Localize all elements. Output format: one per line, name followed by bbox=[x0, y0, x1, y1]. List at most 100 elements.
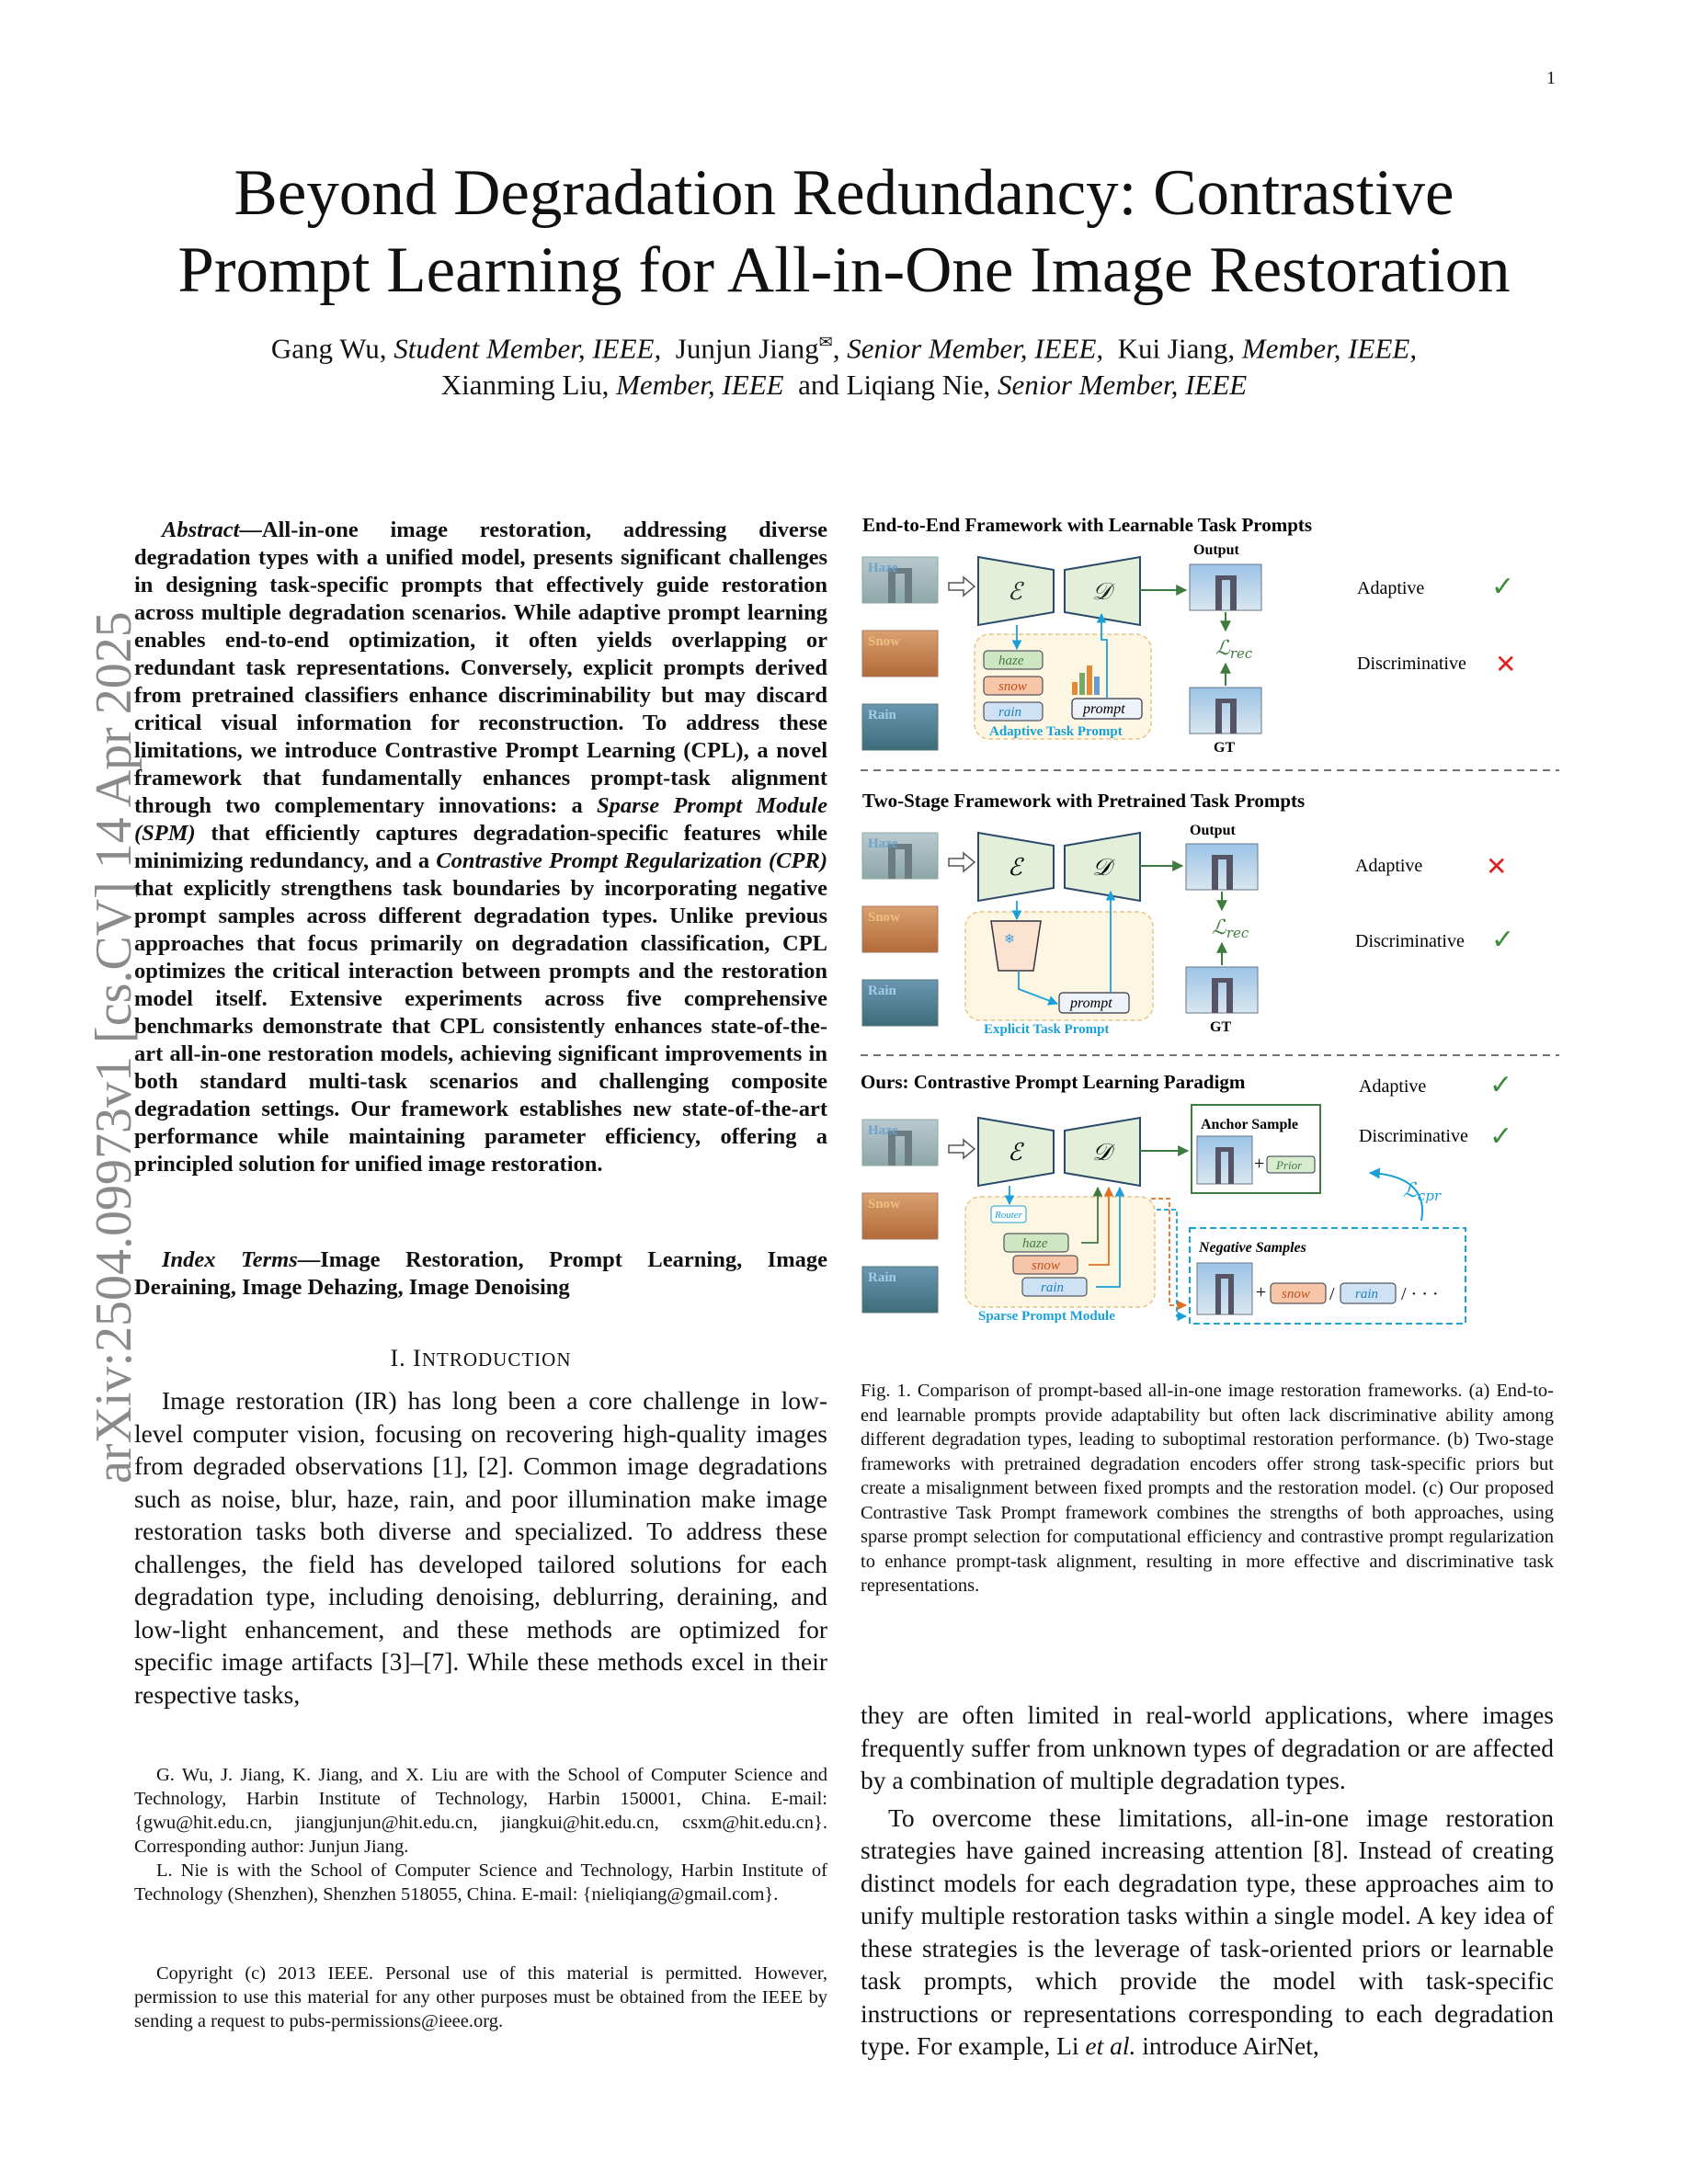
encoder-symbol: ℰ bbox=[1008, 578, 1024, 606]
encoder-symbol: ℰ bbox=[1008, 1139, 1024, 1166]
copyright-notice: Copyright (c) 2013 IEEE. Personal use of… bbox=[134, 1962, 827, 2033]
panel-b-discriminative-label: Discriminative bbox=[1355, 931, 1465, 951]
prompt-haze-chip bbox=[983, 650, 1044, 670]
loss-rec-label: ℒrec bbox=[1215, 637, 1253, 662]
gt-image bbox=[1185, 966, 1259, 1014]
panel-c-title: Ours: Contrastive Prompt Learning Paradi… bbox=[861, 1071, 1246, 1093]
abstract-text: that efficiently captures degradation-sp… bbox=[134, 821, 827, 873]
section-title: NTRODUCTION bbox=[421, 1348, 572, 1371]
negative-samples-label: Negative Samples bbox=[1198, 1240, 1306, 1256]
abstract-cpr: Contrastive Prompt Regularization (CPR) bbox=[436, 848, 827, 873]
title-line-1: Beyond Degradation Redundancy: Contrasti… bbox=[234, 157, 1454, 229]
contrastive-loss-arrow bbox=[1368, 1167, 1423, 1222]
negative-image bbox=[1196, 1262, 1253, 1315]
rain-input-image: Rain bbox=[861, 979, 939, 1027]
author-name: Kui Jiang, bbox=[1117, 332, 1242, 365]
paragraph-etal: et al. bbox=[1085, 2031, 1136, 2060]
index-terms-text: —Image Restoration, Prompt Learning, Ima… bbox=[134, 1247, 827, 1300]
abstract-text: that explicitly strengthens task boundar… bbox=[134, 876, 827, 1177]
right-column-body: they are often limited in real-world app… bbox=[861, 1699, 1554, 2063]
author-role: Student Member, IEEE, bbox=[393, 332, 662, 365]
author-role: Member, IEEE, bbox=[1241, 332, 1418, 365]
rain-label: Rain bbox=[868, 708, 897, 722]
panel-a-discriminative-cross-icon: ✕ bbox=[1495, 649, 1516, 679]
author-footnote: G. Wu, J. Jiang, K. Jiang, and X. Liu ar… bbox=[134, 1763, 827, 1906]
snow-label: Snow bbox=[868, 1197, 900, 1211]
prompt-label: prompt bbox=[1069, 995, 1112, 1011]
footnote-affiliation-1: G. Wu, J. Jiang, K. Jiang, and X. Liu ar… bbox=[134, 1765, 827, 1857]
haze-label: Haze bbox=[868, 836, 898, 851]
gt-label: GT bbox=[1214, 740, 1235, 756]
paragraph-text: To overcome these limitations, all-in-on… bbox=[861, 1803, 1554, 2061]
panel-a-adaptive-check-icon: ✓ bbox=[1491, 571, 1514, 603]
author-name: and Liqiang Nie, bbox=[798, 369, 998, 402]
decoder-block bbox=[1064, 831, 1141, 903]
snowflake-icon: ❄ bbox=[1004, 932, 1015, 947]
rain-prompt-to-decoder-arrow bbox=[1096, 1186, 1125, 1288]
panel-c-discriminative-check-icon: ✓ bbox=[1489, 1120, 1512, 1153]
pretrained-classifier-block bbox=[990, 920, 1042, 972]
abstract-lead: Abstract bbox=[162, 518, 240, 542]
panel-a-discriminative-label: Discriminative bbox=[1357, 654, 1466, 674]
panel-c-adaptive-label: Adaptive bbox=[1359, 1076, 1426, 1097]
output-image bbox=[1189, 563, 1262, 611]
author-line-2: Xianming Liu, Member, IEEE and Liqiang N… bbox=[110, 367, 1578, 404]
rain-negative-path bbox=[1157, 1209, 1188, 1322]
loss-cpr-label: ℒcpr bbox=[1403, 1179, 1442, 1204]
abstract-dash: — bbox=[239, 518, 262, 542]
explicit-task-prompt-label: Explicit Task Prompt bbox=[984, 1022, 1109, 1037]
abstract-text: All-in-one image restoration, addressing… bbox=[134, 518, 827, 818]
encoder-block bbox=[977, 1116, 1055, 1188]
haze-input-image: Haze bbox=[861, 1119, 939, 1166]
haze-input-image: Haze bbox=[861, 832, 939, 880]
author-list: Gang Wu, Student Member, IEEE, Junjun Ji… bbox=[110, 324, 1578, 404]
figure-caption: Fig. 1. Comparison of prompt-based all-i… bbox=[861, 1381, 1554, 1596]
snow-negative-path bbox=[1151, 1198, 1188, 1311]
sparse-prompt-module-label: Sparse Prompt Module bbox=[978, 1309, 1115, 1324]
index-terms-lead: Index Terms bbox=[162, 1247, 298, 1272]
snow-label: Snow bbox=[868, 910, 900, 925]
author-role: Member, IEEE bbox=[616, 369, 784, 402]
author-name: Gang Wu, bbox=[270, 332, 394, 365]
encoder-block bbox=[977, 831, 1055, 903]
adaptive-task-prompt-label: Adaptive Task Prompt bbox=[989, 724, 1123, 739]
haze-label: Haze bbox=[868, 561, 898, 575]
snow-input-image: Snow bbox=[861, 905, 939, 953]
rain-input-image: Rain bbox=[861, 703, 939, 751]
classifier-to-prompt-arrow bbox=[1018, 971, 1059, 1006]
rain-label: Rain bbox=[868, 1270, 897, 1285]
negative-rain-chip bbox=[1340, 1282, 1397, 1304]
anchor-sample-label: Anchor Sample bbox=[1201, 1117, 1298, 1132]
gt-label: GT bbox=[1210, 1019, 1231, 1035]
prompt-chip bbox=[1058, 992, 1130, 1014]
decoder-block bbox=[1064, 1116, 1141, 1188]
panel-c-adaptive-check-icon: ✓ bbox=[1489, 1069, 1512, 1101]
author-name: Xianming Liu, bbox=[440, 369, 617, 402]
figure-1: End-to-End Framework with Learnable Task… bbox=[861, 514, 1559, 1325]
abstract: Abstract—All-in-one image restoration, a… bbox=[134, 517, 827, 1178]
title-line-2: Prompt Learning for All-in-One Image Res… bbox=[177, 234, 1511, 306]
sparse-prompt-snow-label: snow bbox=[1032, 1258, 1060, 1273]
sparse-prompt-snow-chip bbox=[1012, 1255, 1078, 1275]
prompt-haze-label: haze bbox=[998, 654, 1024, 668]
sparse-prompt-haze-chip bbox=[1003, 1233, 1069, 1253]
author-role: Senior Member, IEEE bbox=[998, 369, 1248, 402]
prompt-rain-label: rain bbox=[998, 705, 1021, 720]
gt-image bbox=[1189, 687, 1262, 734]
rain-label: Rain bbox=[868, 984, 897, 998]
plus-sign: + bbox=[1254, 1154, 1264, 1174]
prompt-rain-chip bbox=[983, 701, 1044, 722]
input-arrow-icon bbox=[948, 1138, 976, 1160]
input-arrow-icon bbox=[948, 575, 976, 597]
prior-chip bbox=[1266, 1155, 1316, 1174]
anchor-image bbox=[1196, 1135, 1253, 1185]
index-terms: Index Terms—Image Restoration, Prompt Le… bbox=[134, 1246, 827, 1302]
panel-c-discriminative-label: Discriminative bbox=[1359, 1126, 1468, 1146]
intro-paragraph: Image restoration (IR) has long been a c… bbox=[134, 1384, 827, 1711]
negative-snow-chip bbox=[1270, 1282, 1327, 1304]
right-paragraph-2: To overcome these limitations, all-in-on… bbox=[861, 1802, 1554, 2063]
sparse-prompt-rain-label: rain bbox=[1041, 1280, 1064, 1295]
prompt-label: prompt bbox=[1082, 701, 1125, 717]
intro-text: Image restoration (IR) has long been a c… bbox=[134, 1386, 827, 1709]
prompt-weight-bars bbox=[1072, 665, 1100, 695]
